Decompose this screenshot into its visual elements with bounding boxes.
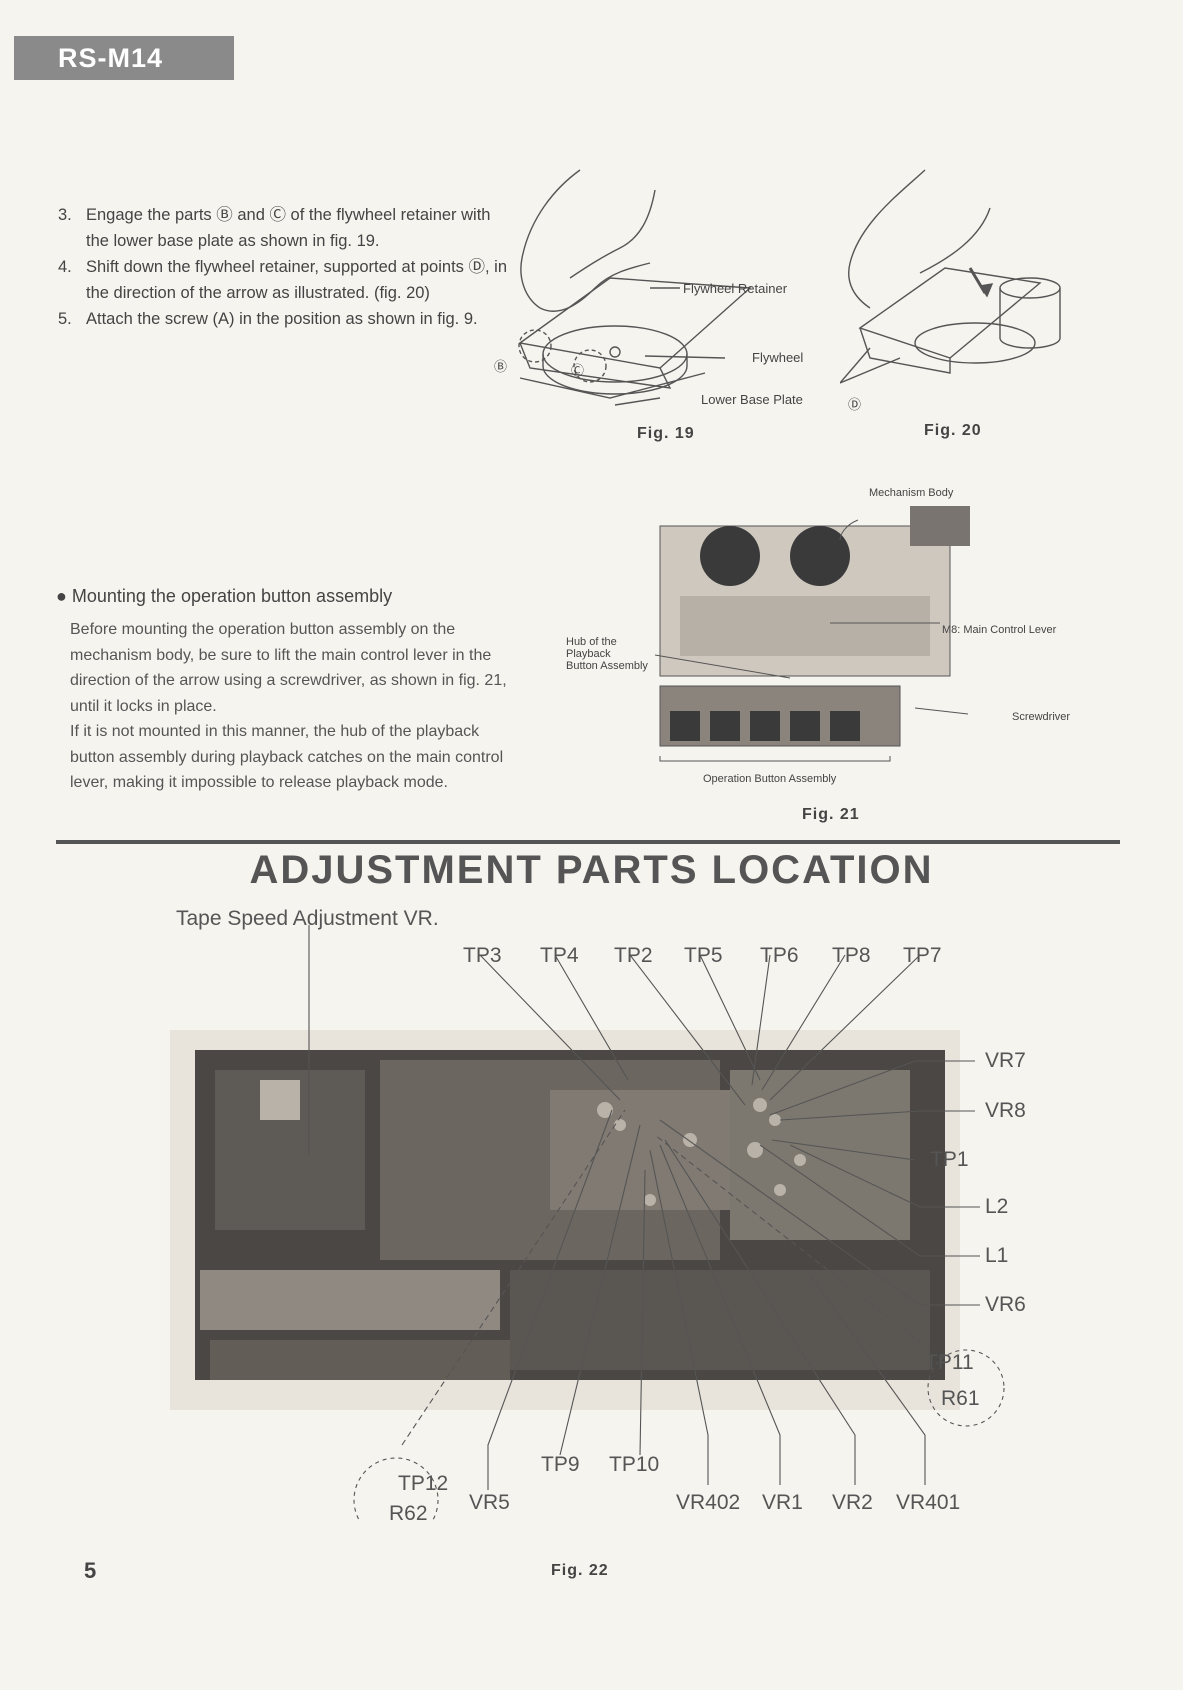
fig21-label-mechanism: Mechanism Body xyxy=(869,487,954,499)
page-title: ADJUSTMENT PARTS LOCATION xyxy=(249,848,934,892)
label-tp3: TP3 xyxy=(463,944,502,967)
label-tp4: TP4 xyxy=(540,944,579,967)
fig21-leaders xyxy=(654,519,969,715)
fig21-label-opbutton: Operation Button Assembly xyxy=(703,773,837,785)
label-r62: R62 xyxy=(389,1502,428,1525)
section-heading: ● Mounting the operation button assembly xyxy=(56,586,392,607)
page-number: 5 xyxy=(84,1558,97,1583)
label-vr1: VR1 xyxy=(762,1491,803,1514)
fig20-illustration xyxy=(840,169,1061,384)
fig21-label-screwdriver: Screwdriver xyxy=(1012,711,1071,723)
step-item: 3. Engage the parts Ⓑ and Ⓒ of the flywh… xyxy=(58,202,508,254)
fig22-board-photo xyxy=(170,1030,960,1410)
fig21-label-hub: Hub of the Playback Button Assembly xyxy=(566,636,648,672)
fig19-illustration xyxy=(518,169,752,406)
label-tp9: TP9 xyxy=(541,1453,580,1476)
label-l1: L1 xyxy=(985,1244,1009,1267)
label-tp12: TP12 xyxy=(398,1472,449,1495)
fig19-label-b: Ⓑ xyxy=(494,359,508,374)
step-number: 3. xyxy=(58,206,72,224)
label-l2: L2 xyxy=(985,1195,1009,1218)
step-number: 4. xyxy=(58,258,72,276)
fig21-photo xyxy=(659,506,970,762)
label-tp5: TP5 xyxy=(684,944,723,967)
fig19-label-base: Lower Base Plate xyxy=(701,392,803,407)
label-vr401: VR401 xyxy=(896,1491,961,1514)
label-tp11: TP11 xyxy=(925,1351,974,1374)
fig20-label-d: Ⓓ xyxy=(848,397,862,412)
fig22-caption: Fig. 22 xyxy=(551,1562,609,1579)
step-text: Attach the screw (A) in the position as … xyxy=(86,310,478,328)
label-tp7: TP7 xyxy=(903,944,942,967)
label-tp10: TP10 xyxy=(609,1453,660,1476)
label-vr6: VR6 xyxy=(985,1293,1026,1316)
step-text: Shift down the flywheel retainer, suppor… xyxy=(86,258,507,302)
fig21-label-lever: M8: Main Control Lever xyxy=(942,624,1057,636)
fig20-caption: Fig. 20 xyxy=(924,422,982,439)
label-tp2: TP2 xyxy=(614,944,653,967)
step-item: 4. Shift down the flywheel retainer, sup… xyxy=(58,254,508,306)
label-vr8: VR8 xyxy=(985,1099,1026,1122)
label-tp1: TP1 xyxy=(930,1148,969,1171)
model-tab: RS-M14 xyxy=(14,36,234,80)
label-vr402: VR402 xyxy=(676,1491,741,1514)
assembly-steps: 3. Engage the parts Ⓑ and Ⓒ of the flywh… xyxy=(58,202,508,332)
label-tp8: TP8 xyxy=(832,944,871,967)
fig21-caption: Fig. 21 xyxy=(802,806,860,823)
label-tp6: TP6 xyxy=(760,944,799,967)
label-vr2: VR2 xyxy=(832,1491,873,1514)
bullet-icon: ● xyxy=(56,586,72,606)
label-vr7: VR7 xyxy=(985,1049,1026,1072)
fig19-label-retainer: Flywheel Retainer xyxy=(683,281,788,296)
section-divider xyxy=(56,840,1120,844)
tape-speed-label: Tape Speed Adjustment VR. xyxy=(176,907,439,930)
section-body: Before mounting the operation button ass… xyxy=(70,621,507,791)
step-text: Engage the parts Ⓑ and Ⓒ of the flywheel… xyxy=(86,206,491,250)
step-item: 5. Attach the screw (A) in the position … xyxy=(58,306,508,332)
fig19-label-flywheel: Flywheel xyxy=(752,350,804,365)
step-number: 5. xyxy=(58,310,72,328)
fig19-caption: Fig. 19 xyxy=(637,425,695,442)
label-vr5: VR5 xyxy=(469,1491,510,1514)
fig22-leaders xyxy=(308,925,1005,1520)
fig19-label-c: Ⓒ xyxy=(571,363,585,378)
section-heading-text: Mounting the operation button assembly xyxy=(71,586,393,606)
label-r61: R61 xyxy=(941,1387,980,1410)
